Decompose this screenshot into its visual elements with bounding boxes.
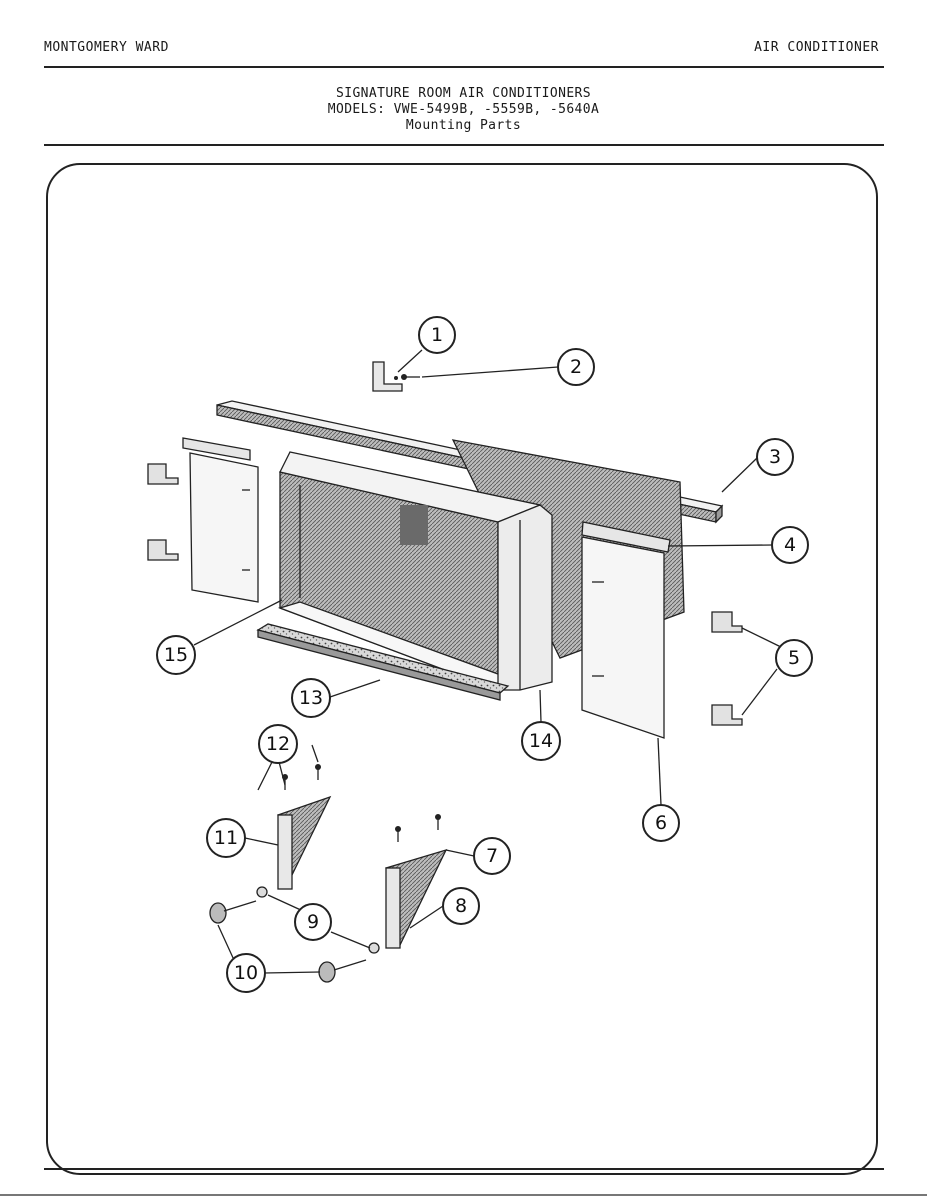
page-bottom-edge: [0, 1194, 927, 1196]
callout-11: 11: [206, 818, 246, 858]
callout-12: 12: [258, 724, 298, 764]
title-block: SIGNATURE ROOM AIR CONDITIONERS MODELS: …: [0, 86, 927, 134]
callout-10: 10: [226, 953, 266, 993]
svg-text:4: 4: [784, 534, 796, 556]
svg-text:13: 13: [299, 687, 323, 709]
part-4-seal-strip: [581, 521, 671, 553]
svg-text:10: 10: [234, 962, 258, 984]
callout-7: 7: [473, 837, 511, 875]
title-rule: [44, 144, 884, 146]
callout-1: 1: [418, 316, 456, 354]
callout-9: 9: [294, 903, 332, 941]
svg-text:14: 14: [529, 730, 553, 752]
svg-text:9: 9: [307, 911, 319, 933]
left-clips: [147, 463, 179, 561]
footer-rule: [44, 1168, 884, 1170]
svg-text:1: 1: [431, 324, 443, 346]
part-8-support-bracket: [385, 848, 448, 949]
svg-text:8: 8: [455, 895, 467, 917]
leader-lines: [193, 349, 786, 974]
part-5-clips: [711, 611, 743, 726]
svg-text:12: 12: [266, 733, 290, 755]
callout-5: 5: [775, 639, 813, 677]
part-14-front-frame: [497, 504, 553, 691]
title-line-2: MODELS: VWE-5499B, -5559B, -5640A: [327, 102, 600, 117]
part-1-bracket: [372, 361, 403, 392]
left-side-panel: [182, 437, 259, 603]
part-7-screws: [395, 814, 441, 842]
part-9-nuts: [256, 886, 380, 954]
part-12-screws: [282, 764, 321, 790]
category-label: AIR CONDITIONER: [754, 40, 879, 55]
part-6-side-panel: [581, 536, 665, 739]
svg-text:3: 3: [769, 446, 781, 468]
part-13-sill-strip: [256, 623, 510, 701]
svg-text:7: 7: [486, 845, 498, 867]
svg-text:15: 15: [164, 644, 188, 666]
callout-13: 13: [291, 678, 331, 718]
callout-14: 14: [521, 721, 561, 761]
part-10-leveling-bolts: [209, 900, 367, 983]
part-2-screw: [401, 374, 420, 380]
svg-text:2: 2: [570, 356, 582, 378]
diagram-frame: [46, 163, 878, 1175]
svg-text:5: 5: [788, 647, 800, 669]
svg-text:11: 11: [214, 827, 238, 849]
callout-2: 2: [557, 348, 595, 386]
callout-6: 6: [642, 804, 680, 842]
title-line-3: Mounting Parts: [405, 118, 522, 133]
callout-15: 15: [156, 635, 196, 675]
callout-4: 4: [771, 526, 809, 564]
part-11-support-bracket: [277, 795, 332, 890]
svg-text:6: 6: [655, 812, 667, 834]
callout-3: 3: [756, 438, 794, 476]
brand-label: MONTGOMERY WARD: [44, 40, 169, 55]
header-rule: [44, 66, 884, 68]
callout-8: 8: [442, 887, 480, 925]
part-15-cabinet-sleeve: [277, 439, 685, 691]
title-line-1: SIGNATURE ROOM AIR CONDITIONERS: [335, 86, 592, 101]
